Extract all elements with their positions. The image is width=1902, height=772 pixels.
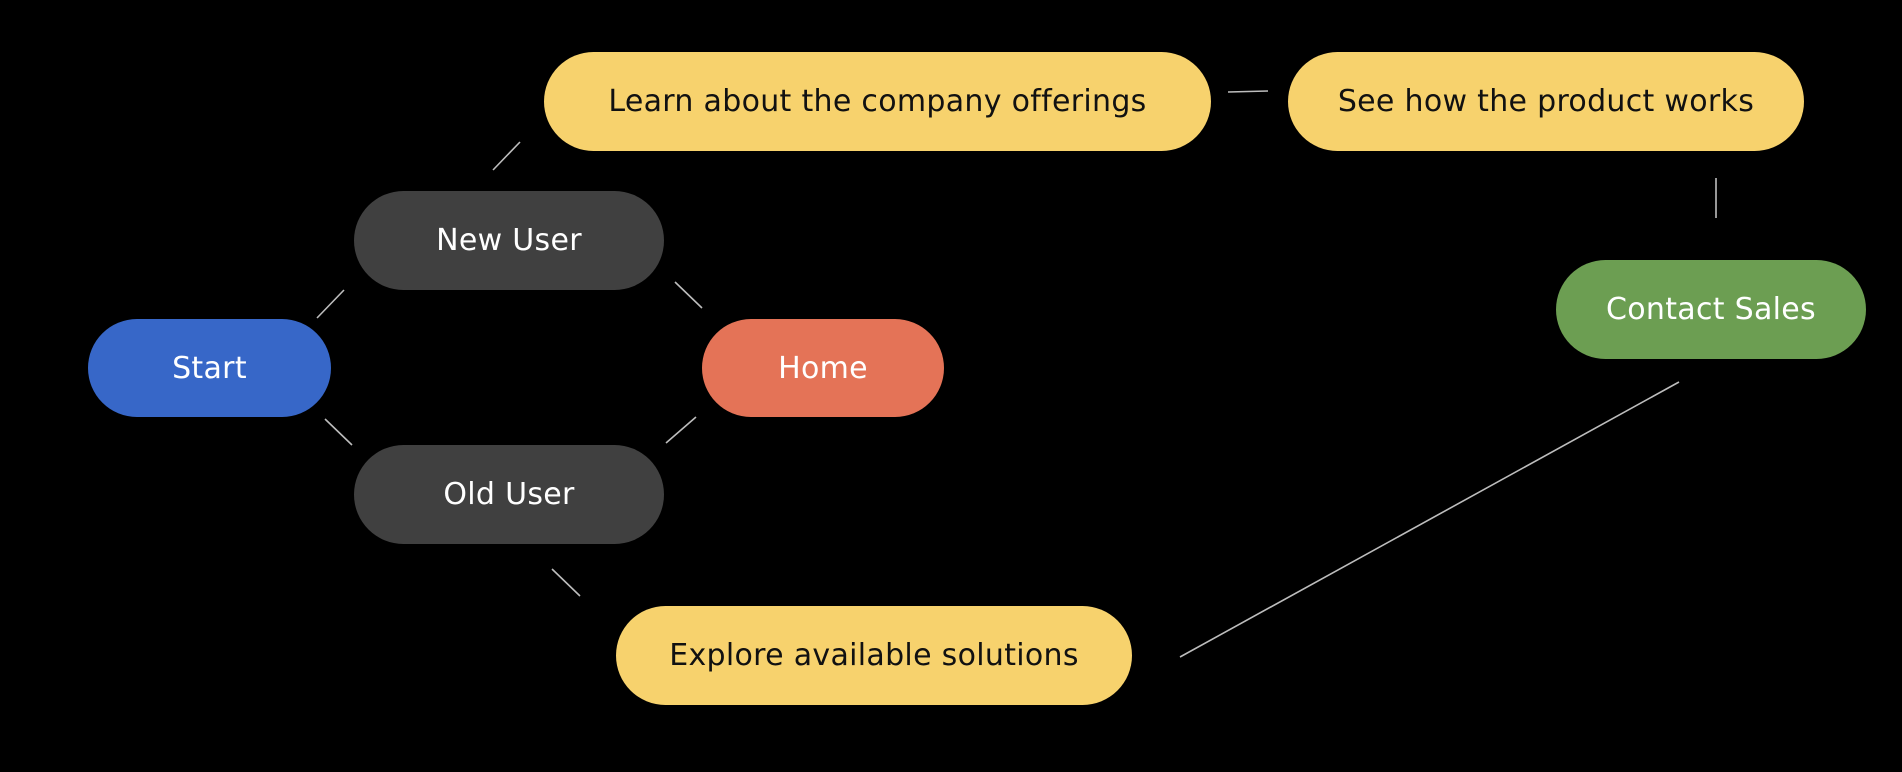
new-user-node-label: New User xyxy=(436,223,582,258)
new-user-node: New User xyxy=(354,191,664,290)
see-product-node: See how the product works xyxy=(1288,52,1804,151)
start-node: Start xyxy=(88,319,331,417)
edge-old-user-home xyxy=(665,416,697,444)
edge-new-user-learn xyxy=(492,141,521,171)
old-user-node-label: Old User xyxy=(443,477,575,512)
learn-offerings-node-label: Learn about the company offerings xyxy=(608,84,1147,119)
home-node-label: Home xyxy=(778,350,868,386)
edge-learn-see xyxy=(1227,90,1269,93)
edge-explore-contact xyxy=(1179,381,1680,658)
start-node-label: Start xyxy=(172,350,247,386)
edge-new-user-home xyxy=(674,281,703,309)
learn-offerings-node: Learn about the company offerings xyxy=(544,52,1211,151)
edge-start-old-user xyxy=(324,418,353,446)
explore-solutions-node-label: Explore available solutions xyxy=(669,638,1079,673)
contact-sales-node-label: Contact Sales xyxy=(1605,292,1816,327)
see-product-node-label: See how the product works xyxy=(1337,84,1755,119)
edge-old-user-explore xyxy=(551,568,581,597)
contact-sales-node: Contact Sales xyxy=(1556,260,1866,359)
home-node: Home xyxy=(702,319,944,417)
old-user-node: Old User xyxy=(354,445,664,544)
explore-solutions-node: Explore available solutions xyxy=(616,606,1132,705)
edge-start-new-user xyxy=(316,289,345,319)
